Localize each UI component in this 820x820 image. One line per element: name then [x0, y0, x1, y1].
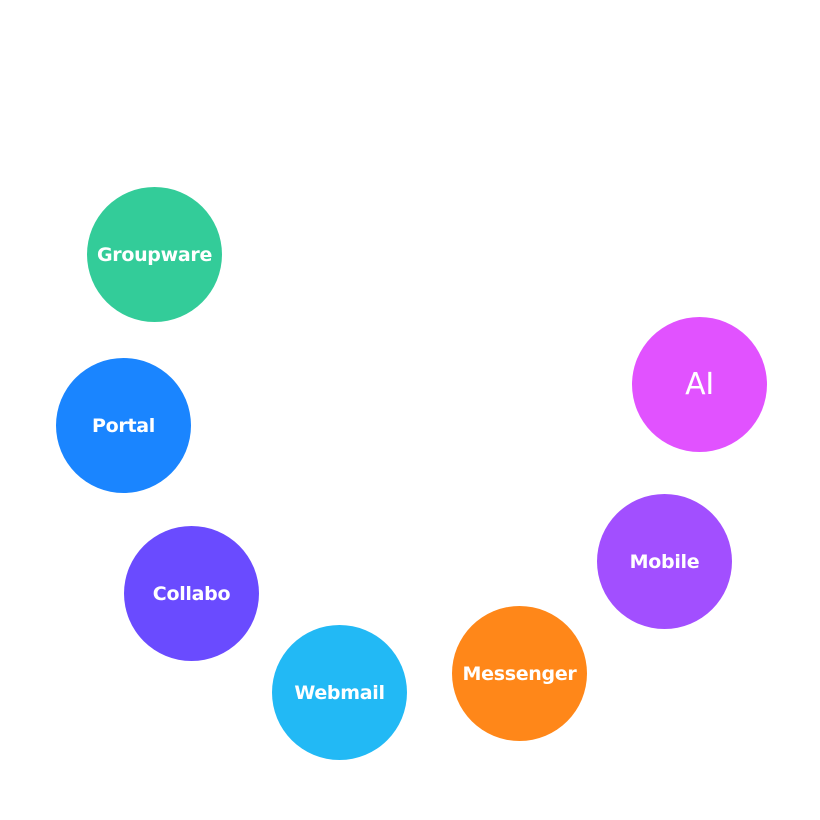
node-label: AI [685, 367, 714, 402]
node-collabo[interactable]: Collabo [124, 526, 259, 661]
node-ai[interactable]: AI [632, 317, 767, 452]
node-label: Portal [92, 414, 155, 437]
node-label: Collabo [152, 582, 231, 605]
node-label: Groupware [96, 243, 213, 266]
node-mobile[interactable]: Mobile [597, 494, 732, 629]
node-groupware[interactable]: Groupware [87, 187, 222, 322]
node-label: Mobile [629, 550, 700, 573]
node-label: Webmail [294, 681, 385, 704]
node-label: Messenger [462, 662, 577, 685]
node-messenger[interactable]: Messenger [452, 606, 587, 741]
node-portal[interactable]: Portal [56, 358, 191, 493]
node-webmail[interactable]: Webmail [272, 625, 407, 760]
